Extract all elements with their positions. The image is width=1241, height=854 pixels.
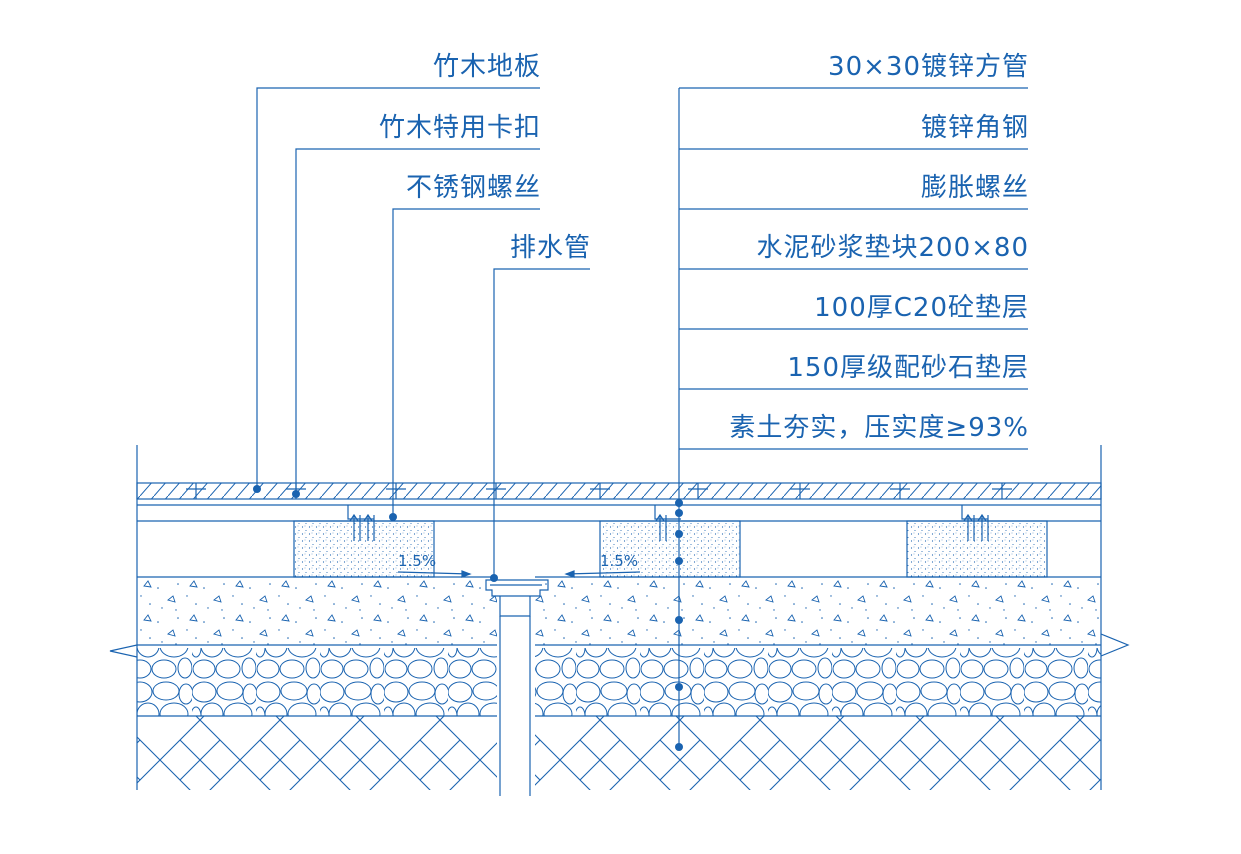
label-expansion-screw: 膨胀螺丝 [920, 173, 1029, 203]
leader-drain-pipe [493, 268, 590, 578]
gravel-layer-right [535, 648, 1101, 716]
leader-bamboo-floor [256, 87, 540, 489]
dot-drain-pipe [490, 574, 498, 582]
label-gravel-layer: 150厚级配砂石垫层 [787, 353, 1029, 383]
dot-gravel-layer [675, 683, 683, 691]
angle-steel-1 [347, 505, 375, 541]
slope-label-left: 1.5% [398, 552, 437, 570]
concrete-layer-left [137, 577, 497, 645]
leader-bamboo-clip [295, 148, 540, 494]
dot-expansion-screw [675, 530, 683, 538]
slope-arrow-right [565, 571, 641, 575]
slope-arrowhead-right [564, 570, 575, 578]
drain-pipe-shape [485, 579, 549, 796]
label-bamboo-floor: 竹木地板 [432, 52, 541, 82]
slope-arrow-left [397, 571, 471, 575]
label-stainless-screw: 不锈钢螺丝 [405, 173, 541, 203]
dot-bamboo-floor [253, 485, 261, 493]
angle-steel-2 [654, 505, 681, 541]
dot-compacted-soil [675, 743, 683, 751]
soil-layer-left [137, 716, 497, 790]
dot-mortar-block [675, 557, 683, 565]
bamboo-floor-layer [136, 482, 1102, 500]
label-angle-steel: 镀锌角钢 [920, 113, 1029, 143]
soil-layer-right [535, 716, 1101, 790]
angle-steel-3 [961, 505, 989, 541]
leader-stainless-screw [392, 208, 540, 517]
dot-bamboo-clip [292, 490, 300, 498]
label-drain-pipe: 排水管 [509, 233, 591, 263]
mortar-block-3 [906, 520, 1048, 578]
slope-label-right: 1.5% [600, 552, 639, 570]
break-line-right [1100, 633, 1130, 657]
label-compacted-soil: 素土夯实，压实度≥93% [729, 413, 1029, 443]
label-bamboo-clip: 竹木特用卡扣 [378, 113, 541, 143]
break-line-left [109, 644, 138, 658]
slope-arrowhead-left [461, 570, 472, 578]
label-square-tube: 30×30镀锌方管 [828, 52, 1029, 82]
gravel-layer-left [137, 648, 497, 716]
label-mortar-block: 水泥砂浆垫块200×80 [756, 233, 1029, 263]
concrete-layer-right [535, 577, 1101, 645]
dot-stainless-screw [389, 513, 397, 521]
dot-square-tube [675, 499, 683, 507]
label-concrete-layer: 100厚C20砼垫层 [814, 293, 1029, 323]
dot-angle-steel [675, 509, 683, 517]
dot-concrete-layer [675, 616, 683, 624]
